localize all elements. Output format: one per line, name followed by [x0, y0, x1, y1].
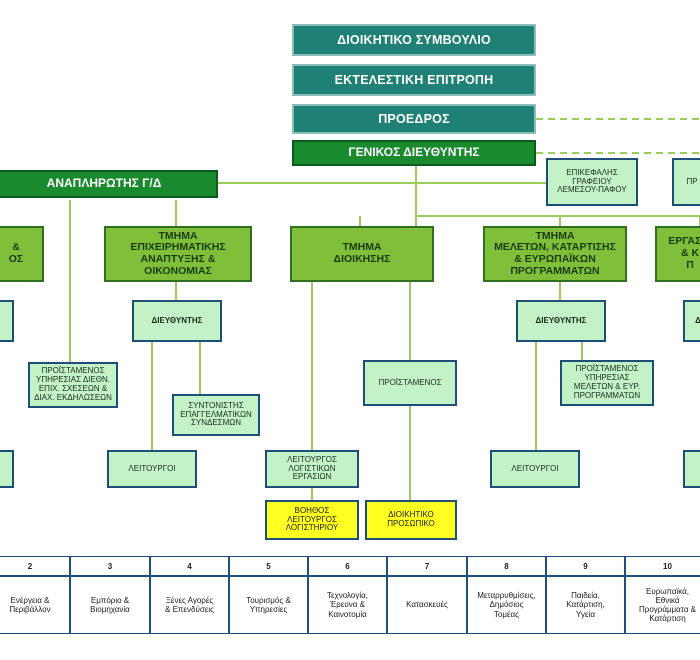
sector-num: 2	[0, 556, 70, 576]
sector-num: 10	[625, 556, 700, 576]
right-partial-officers	[683, 450, 700, 488]
sector-label: Ξένες Αγορές & Επενδύσεις	[150, 576, 229, 634]
sector-num: 7	[387, 556, 467, 576]
coordinator-box: ΣΥΝΤΟΝΙΣΤΗΣ ΕΠΑΓΓΕΛΜΑΤΙΚΩΝ ΣΥΝΔΕΣΜΩΝ	[172, 394, 260, 436]
sector-num-text: 7	[424, 561, 430, 571]
sector-label: Μεταρρυθμίσεις, Δημόσιος Τομέας	[467, 576, 546, 634]
sector-label-text: Μεταρρυθμίσεις, Δημόσιος Τομέας	[477, 591, 536, 619]
supervisor-box: ΠΡΟΪΣΤΑΜΕΝΟΣ	[363, 360, 457, 406]
department-administration: ΤΜΗΜΑ ΔΙΟΙΚΗΣΗΣ	[290, 226, 434, 282]
sector-label-text: Εμπόριο & Βιομηχανία	[90, 595, 130, 614]
sector-num-text: 6	[345, 561, 350, 571]
sector-label: Ενέργεια & Περιβάλλον	[0, 576, 70, 634]
department-left-partial: & ΟΣ	[0, 226, 44, 282]
sector-num: 6	[308, 556, 387, 576]
sector-label-text: Τεχνολογία, Έρευνα & Καινοτομία	[326, 591, 369, 619]
board-box: ΔΙΟΙΚΗΤΙΚΟ ΣΥΜΒΟΥΛΙΟ	[292, 24, 536, 56]
sector-label-text: Ενέργεια & Περιβάλλον	[9, 595, 51, 614]
sector-label-text: Τουρισμός & Υπηρεσίες	[246, 595, 291, 614]
general-manager-box: ΓΕΝΙΚΟΣ ΔΙΕΥΘΥΝΤΗΣ	[292, 140, 536, 166]
sector-label-text: Κατασκευές	[406, 600, 448, 610]
sector-label-text: Ξένες Αγορές & Επενδύσεις	[165, 595, 214, 614]
studies-officers-box: ΛΕΙΤΟΥΡΓΟΙ	[490, 450, 580, 488]
sector-label-text: Ευρωπαϊκά, Εθνικά Προγράμματα & Κατάρτισ…	[638, 586, 697, 624]
sector-label: Εμπόριο & Βιομηχανία	[70, 576, 150, 634]
left-partial-director	[0, 300, 14, 342]
limassol-office-box: ΕΠΙΚΕΦΑΛΗΣ ΓΡΑΦΕΙΟΥ ΛΕΜΕΣΟΥ-ΠΑΦΟΥ	[546, 158, 638, 206]
sector-num-text: 5	[266, 561, 271, 571]
sector-num-text: 2	[27, 561, 33, 571]
head-studies-box: ΠΡΟΪΣΤΑΜΕΝΟΣ ΥΠΗΡΕΣΙΑΣ ΜΕΛΕΤΩΝ & ΕΥΡ. ΠΡ…	[560, 360, 654, 406]
assistant-accounting-box: ΒΟΗΘΟΣ ΛΕΙΤΟΥΡΓΟΣ ΛΟΓΙΣΤΗΡΙΟΥ	[265, 500, 359, 540]
right-partial-director: Δ	[683, 300, 700, 342]
admin-staff-box: ΔΙΟΙΚΗΤΙΚΟ ΠΡΟΣΩΠΙΚΟ	[365, 500, 457, 540]
sector-label: Τεχνολογία, Έρευνα & Καινοτομία	[308, 576, 387, 634]
sector-label: Παιδεία, Κατάρτιση, Υγεία	[546, 576, 625, 634]
studies-director-box: ΔΙΕΥΘΥΝΤΗΣ	[516, 300, 606, 342]
sector-num: 4	[150, 556, 229, 576]
sector-num-text: 10	[663, 561, 672, 571]
sector-label: Ευρωπαϊκά, Εθνικά Προγράμματα & Κατάρτισ…	[625, 576, 700, 634]
department-business: ΤΜΗΜΑ ΕΠΙΧΕΙΡΗΜΑΤΙΚΗΣ ΑΝΑΠΤΥΞΗΣ & ΟΙΚΟΝΟ…	[104, 226, 252, 282]
sector-num-text: 8	[504, 561, 509, 571]
business-officers-box: ΛΕΙΤΟΥΡΓΟΙ	[107, 450, 197, 488]
accounting-officer-box: ΛΕΙΤΟΥΡΓΟΣ ΛΟΓΙΣΤΙΚΩΝ ΕΡΓΑΣΙΩΝ	[265, 450, 359, 488]
president-box: ΠΡΟΕΔΡΟΣ	[292, 104, 536, 134]
department-studies: ΤΜΗΜΑ ΜΕΛΕΤΩΝ, ΚΑΤΑΡΤΙΣΗΣ & ΕΥΡΩΠΑΪΚΩΝ Π…	[483, 226, 627, 282]
sector-num: 8	[467, 556, 546, 576]
sector-num-text: 9	[583, 561, 588, 571]
right-partial-box: ΠΡ	[672, 158, 700, 206]
sector-num-text: 3	[107, 561, 113, 571]
left-partial-officers	[0, 450, 14, 488]
head-international-box: ΠΡΟΪΣΤΑΜΕΝΟΣ ΥΠΗΡΕΣΙΑΣ ΔΙΕΘΝ. ΕΠΙΧ. ΣΧΕΣ…	[28, 362, 118, 408]
deputy-gm-box: ΑΝΑΠΛΗΡΩΤΗΣ Γ/Δ	[0, 170, 218, 198]
sector-num: 9	[546, 556, 625, 576]
sectors-table: 2 Ενέργεια & Περιβάλλον 3 Εμπόριο & Βιομ…	[0, 556, 700, 634]
sector-num: 3	[70, 556, 150, 576]
business-director-box: ΔΙΕΥΘΥΝΤΗΣ	[132, 300, 222, 342]
department-right-partial: ΕΡΓΑΣΙΑ & Κ Π	[655, 226, 700, 282]
sector-label: Τουρισμός & Υπηρεσίες	[229, 576, 308, 634]
sector-num: 5	[229, 556, 308, 576]
sector-num-text: 4	[187, 561, 192, 571]
sector-label: Κατασκευές	[387, 576, 467, 634]
sector-label-text: Παιδεία, Κατάρτιση, Υγεία	[566, 591, 605, 619]
executive-committee-box: ΕΚΤΕΛΕΣΤΙΚΗ ΕΠΙΤΡΟΠΗ	[292, 64, 536, 96]
